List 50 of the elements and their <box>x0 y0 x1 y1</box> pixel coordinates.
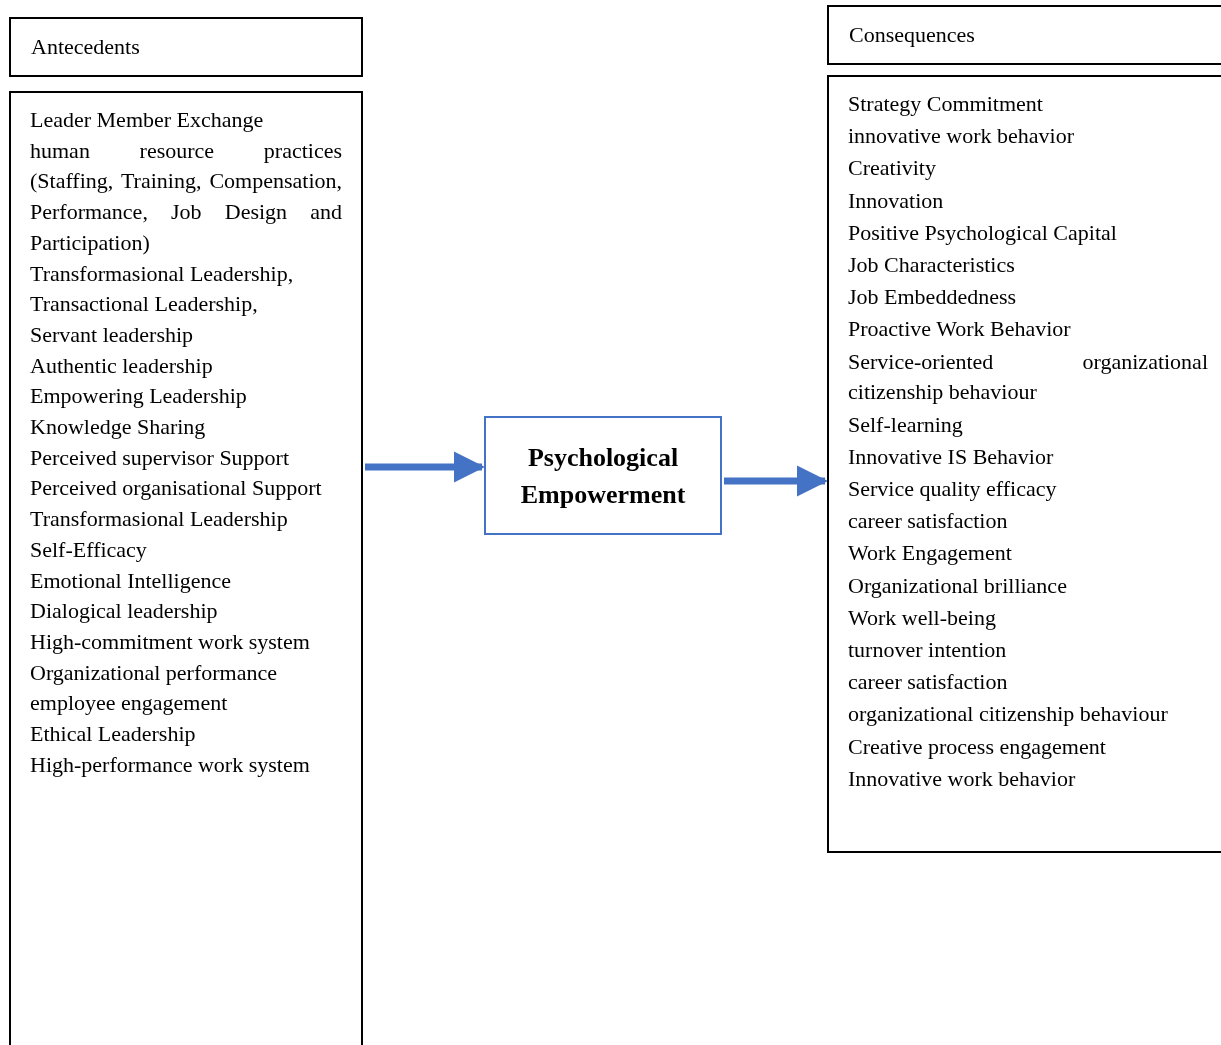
header-text: Consequences <box>849 21 975 49</box>
list-item: career satisfaction <box>848 668 1009 697</box>
list-item: Innovative IS Behavior <box>848 442 1055 471</box>
list-item: Authentic leadership <box>30 351 214 380</box>
list-item: Self-learning <box>848 410 964 439</box>
list-item: Perceived supervisor Support <box>30 443 291 472</box>
list-item: High-performance work system <box>30 750 311 779</box>
list-item: Positive Psychological Capital <box>848 218 1118 247</box>
list-item: Organizational performance <box>30 658 278 687</box>
list-item: Empowering Leadership <box>30 382 248 411</box>
list-item: Creative process engagement <box>848 732 1107 761</box>
header-box <box>9 17 363 77</box>
list-item: Transactional Leadership, <box>30 290 259 319</box>
list-item: Transformasional Leadership, <box>30 259 295 288</box>
list-box <box>9 91 363 1045</box>
list-item: Innovative work behavior <box>848 764 1077 793</box>
list-box <box>827 75 1221 853</box>
list-item: innovative work behavior <box>848 122 1076 151</box>
arrow <box>365 451 486 483</box>
list-item: Servant leadership <box>30 320 195 349</box>
list-item: Strategy Commitment <box>848 90 1044 118</box>
list-item: employee engagement <box>30 689 229 718</box>
header-text: Antecedents <box>31 33 140 61</box>
list-item: Organizational brilliance <box>848 571 1068 600</box>
concept-box <box>484 416 722 535</box>
list-item: Job Embeddedness <box>848 283 1018 312</box>
list-item: Knowledge Sharing <box>30 413 207 442</box>
list-item: Leader Member Exchange <box>30 106 265 134</box>
list-item: Service quality efficacy <box>848 474 1058 503</box>
list-item: organizational citizenship behaviour <box>848 700 1169 729</box>
concept-title: Psychological Empowerment <box>519 441 687 511</box>
list-item: turnover intention <box>848 635 1008 664</box>
list-item: Ethical Leadership <box>30 720 197 749</box>
list-item: Innovation <box>848 186 945 215</box>
list-item: Transformasional Leadership <box>30 505 289 534</box>
list-item: Dialogical leadership <box>30 597 219 626</box>
list-item: Perceived organisational Support <box>30 474 323 503</box>
header-box <box>827 5 1221 65</box>
list-item: Emotional Intelligence <box>30 566 232 595</box>
list-item: High-commitment work system <box>30 627 311 656</box>
list-item: Job Characteristics <box>848 251 1016 279</box>
list-item: Proactive Work Behavior <box>848 315 1072 344</box>
list-item: human resource practices (Staffing, Training, Compensation, Performance, Job Design and Participation) <box>30 136 342 257</box>
list-item: Service-oriented organizational citizenship behaviour <box>848 347 1208 407</box>
list-item: Self-Efficacy <box>30 535 148 564</box>
list-item: career satisfaction <box>848 507 1009 536</box>
list-item: Work well-being <box>848 603 997 632</box>
arrow <box>724 465 829 497</box>
list-item: Work Engagement <box>848 539 1013 568</box>
list-item: Creativity <box>848 154 937 183</box>
